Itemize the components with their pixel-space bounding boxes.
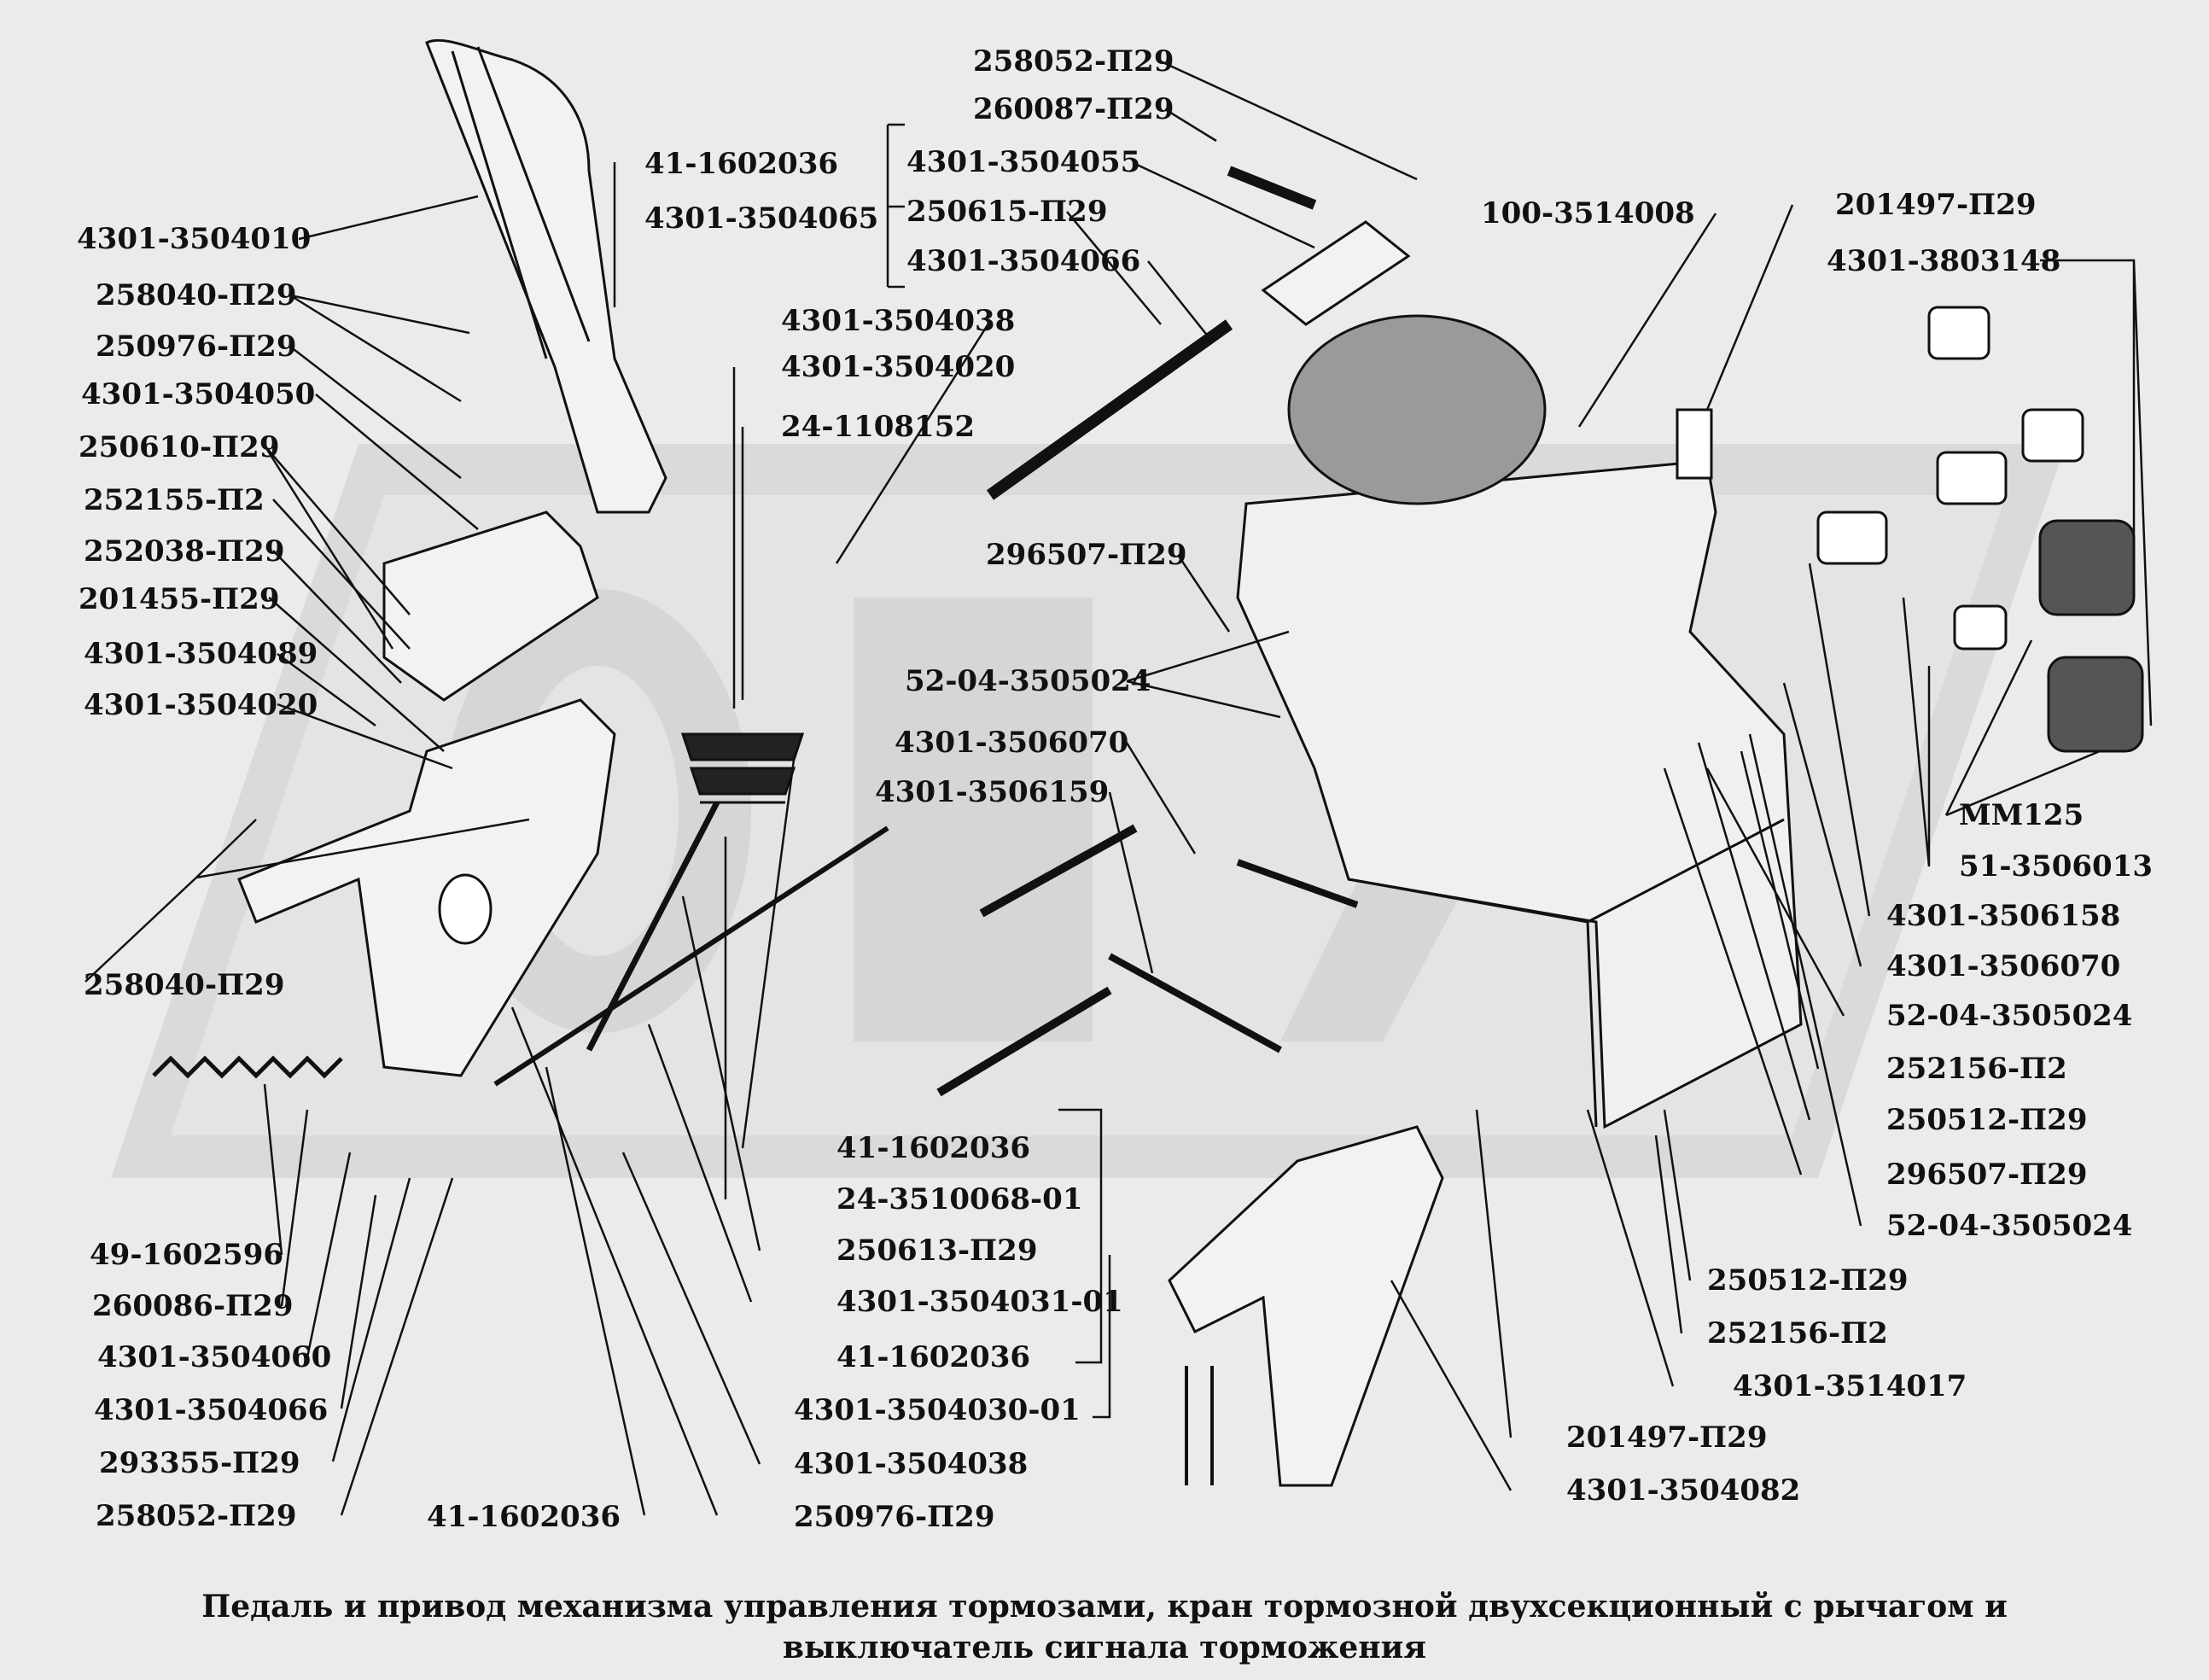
part-label: 4301-3504030-01 xyxy=(794,1393,1081,1427)
part-label: 4301-3504065 xyxy=(644,201,879,236)
part-label: 293355-П29 xyxy=(99,1446,300,1480)
part-label: 4301-3803148 xyxy=(1827,244,2061,278)
part-label: 52-04-3505024 xyxy=(1886,999,2133,1033)
part-label: 252155-П2 xyxy=(84,483,265,517)
hose-fittings-left xyxy=(936,824,1359,1097)
part-label: 4301-3504031-01 xyxy=(836,1285,1123,1319)
brake-pedal xyxy=(425,38,667,514)
part-label: 24-1108152 xyxy=(781,410,976,444)
part-label: 4301-3504038 xyxy=(794,1447,1029,1481)
part-label: 4301-3504010 xyxy=(77,222,312,256)
part-label: 100-3514008 xyxy=(1481,196,1695,230)
part-label: 250976-П29 xyxy=(794,1500,995,1534)
part-label: 4301-3504066 xyxy=(906,244,1141,278)
push-rod xyxy=(493,825,889,1087)
part-label: 260086-П29 xyxy=(92,1289,294,1323)
valve-lever-bracket xyxy=(1168,1125,1444,1487)
leader-lines xyxy=(85,60,2153,1516)
part-label: 4301-3506158 xyxy=(1886,899,2121,933)
part-label: 49-1602596 xyxy=(90,1238,284,1272)
part-label: 41-1602036 xyxy=(836,1131,1031,1165)
part-label: 252038-П29 xyxy=(84,534,285,569)
part-label: 41-1602036 xyxy=(427,1500,621,1534)
part-label: 4301-3504050 xyxy=(81,377,316,411)
part-label: MM125 xyxy=(1959,798,2084,832)
part-label: 201455-П29 xyxy=(79,582,280,616)
part-label: 296507-П29 xyxy=(1886,1158,2088,1192)
return-spring xyxy=(152,1055,343,1079)
part-label: 250610-П29 xyxy=(79,430,280,464)
clevis xyxy=(1261,220,1411,326)
caption-line-2: выключатель сигнала торможения xyxy=(783,1630,1426,1665)
part-label: 250976-П29 xyxy=(96,330,297,364)
part-label: 201497-П29 xyxy=(1835,188,2037,222)
diagram-caption: Педаль и привод механизма управления тор… xyxy=(0,1586,2209,1668)
pedal-bracket xyxy=(382,510,599,702)
caption-line-1: Педаль и привод механизма управления тор… xyxy=(201,1589,2008,1625)
part-label: 201497-П29 xyxy=(1566,1420,1768,1455)
lever-bracket xyxy=(237,698,616,1077)
part-label: 250512-П29 xyxy=(1886,1103,2088,1137)
part-label: 4301-3504060 xyxy=(97,1340,332,1374)
part-label: 4301-3504055 xyxy=(906,145,1141,179)
adjust-rod xyxy=(986,319,1233,500)
part-label: 51-3506013 xyxy=(1959,849,2154,884)
part-label: 252156-П2 xyxy=(1886,1052,2067,1086)
part-label: 250615-П29 xyxy=(906,195,1108,229)
part-label: 258040-П29 xyxy=(84,968,285,1002)
part-label: 4301-3506070 xyxy=(895,726,1129,760)
part-label: 252156-П2 xyxy=(1707,1316,1888,1350)
part-label: 260087-П29 xyxy=(973,92,1174,126)
part-label: 4301-3504038 xyxy=(781,304,1016,338)
brake-valve-body xyxy=(1236,459,1803,1129)
part-label: 52-04-3505024 xyxy=(905,664,1151,698)
part-label: 4301-3514017 xyxy=(1733,1369,1967,1403)
part-label: 4301-3504082 xyxy=(1566,1473,1801,1508)
part-label: 4301-3504020 xyxy=(781,350,1016,384)
part-label: 4301-3504089 xyxy=(84,637,318,671)
valve-diaphragm xyxy=(1287,314,1547,505)
part-label: 24-3510068-01 xyxy=(836,1182,1083,1216)
part-label: 4301-3504020 xyxy=(84,688,318,722)
part-label: 41-1602036 xyxy=(836,1340,1031,1374)
part-label: 4301-3506070 xyxy=(1886,949,2121,983)
bolt-201497 xyxy=(1676,408,1713,480)
part-label: 250512-П29 xyxy=(1707,1263,1909,1298)
part-label: 41-1602036 xyxy=(644,147,839,181)
part-label: 258040-П29 xyxy=(96,278,297,312)
part-label: 4301-3504066 xyxy=(94,1393,329,1427)
part-label: 258052-П29 xyxy=(973,44,1174,79)
part-label: 296507-П29 xyxy=(986,538,1187,572)
part-label: 52-04-3505024 xyxy=(1886,1209,2133,1243)
fittings-group xyxy=(1816,306,2144,753)
parts-drawing xyxy=(152,38,2144,1487)
part-label: 250613-П29 xyxy=(836,1234,1038,1268)
part-label: 258052-П29 xyxy=(96,1499,297,1533)
part-label: 4301-3506159 xyxy=(875,775,1110,809)
